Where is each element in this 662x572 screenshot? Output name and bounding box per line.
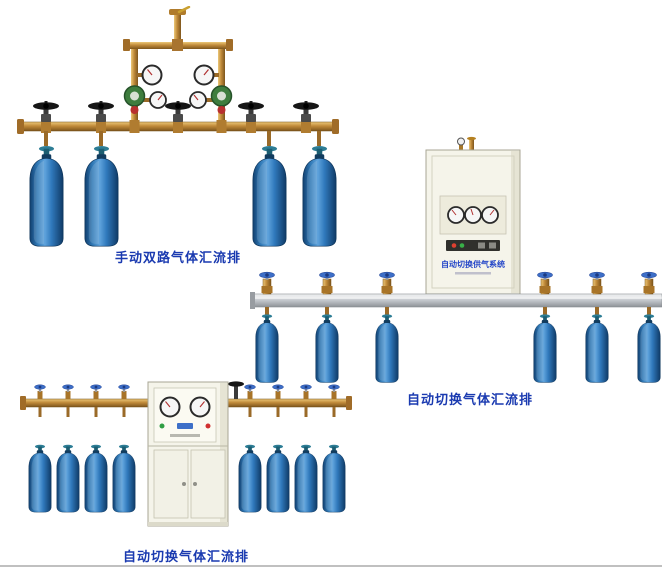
product-image-manual-dual-manifold xyxy=(17,6,339,247)
gas-cylinder xyxy=(112,444,136,513)
gas-cylinder xyxy=(375,314,399,383)
regulator-knob xyxy=(130,106,139,114)
pressure-gauge xyxy=(457,137,465,146)
cabinet-label: 自动切换供气系统 xyxy=(441,259,505,269)
shutoff-valve xyxy=(88,101,114,122)
gas-cylinder xyxy=(56,444,80,513)
regulator-station-left xyxy=(123,64,167,114)
shutoff-valve xyxy=(33,101,59,122)
regulator-station-right xyxy=(189,64,233,115)
page-bottom-divider xyxy=(0,565,662,567)
gas-cylinder xyxy=(533,314,557,383)
switch-cabinet xyxy=(147,381,229,527)
cylinder-pigtails xyxy=(44,131,321,146)
gas-cylinder xyxy=(585,314,609,383)
caption-manual-dual-manifold: 手动双路气体汇流排 xyxy=(114,250,241,265)
indicator-light-red xyxy=(205,423,211,429)
control-cabinet: 自动切换供气系统 xyxy=(425,136,521,295)
shutoff-valve xyxy=(293,101,319,122)
gas-cylinder xyxy=(255,314,279,383)
gas-cylinder xyxy=(294,444,318,513)
caption-auto-switch-floor: 自动切换气体汇流排 xyxy=(122,549,249,564)
indicator-light-green xyxy=(459,243,465,248)
product-image-auto-switch-wall: 自动切换供气系统 xyxy=(250,136,662,383)
gas-cylinder xyxy=(637,314,661,383)
gas-cylinder xyxy=(84,145,119,247)
gas-cylinder xyxy=(266,444,290,513)
gas-cylinder xyxy=(84,444,108,513)
product-image-auto-switch-floor xyxy=(20,381,352,527)
main-shutoff-valve xyxy=(228,381,244,399)
cabinet-gauges xyxy=(447,206,499,224)
gas-cylinder xyxy=(28,444,52,513)
manifold-main-pipe xyxy=(17,119,339,134)
gas-cylinder xyxy=(322,444,346,513)
indicator-light-red xyxy=(451,243,457,248)
indicator-light-green xyxy=(159,423,165,429)
gas-cylinder xyxy=(29,145,64,247)
gas-cylinder xyxy=(238,444,262,513)
gas-cylinder xyxy=(315,314,339,383)
caption-auto-switch-wall: 自动切换气体汇流排 xyxy=(406,392,533,407)
manifold-pipe xyxy=(250,292,662,309)
shutoff-valve xyxy=(238,101,264,122)
shutoff-valve xyxy=(165,101,191,122)
indicator-panel xyxy=(446,240,500,251)
